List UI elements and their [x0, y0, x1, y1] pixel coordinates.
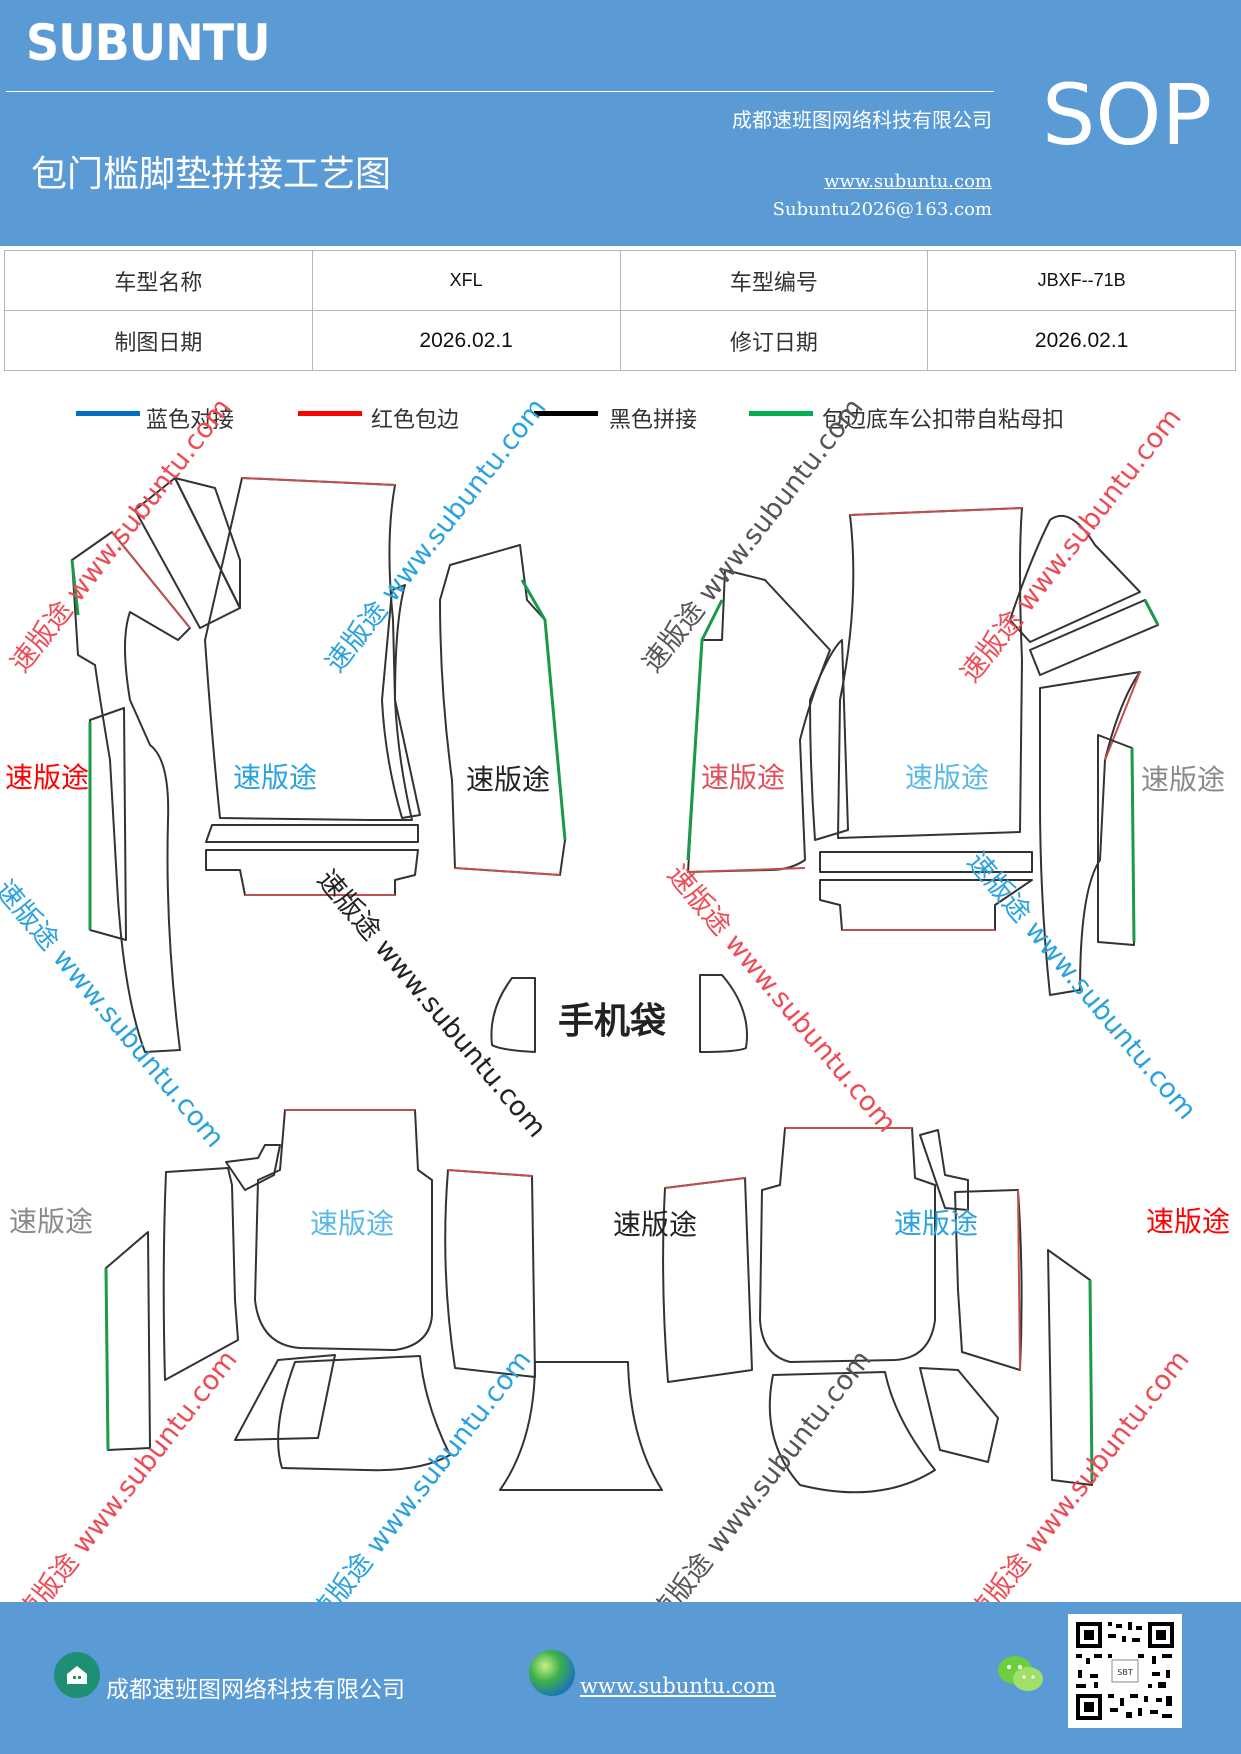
legend-label-green: 包边底车公扣带自粘母扣	[822, 408, 1065, 433]
mat-piece-edge-green	[1088, 1279, 1094, 1481]
mat-piece	[254, 1109, 433, 1351]
footer-company: 成都速班图网络科技有限公司	[106, 1677, 405, 1703]
part-label: 速版途	[466, 763, 551, 796]
header-company: 成都速班图网络科技有限公司	[732, 108, 992, 132]
revise-date-label: 修订日期	[619, 310, 929, 371]
mat-piece-edge-green	[70, 559, 80, 616]
document-title: 包门槛脚垫拼接工艺图	[31, 154, 392, 195]
mat-piece-edge-green	[1143, 599, 1160, 626]
sop-label: SOP	[1042, 66, 1213, 164]
header-email: Subuntu2026@163.com	[772, 199, 992, 220]
mat-piece	[662, 1177, 753, 1383]
part-label: 速版途	[5, 761, 90, 794]
mat-piece-edge-red	[1104, 671, 1141, 761]
mat-piece	[162, 1167, 239, 1381]
legend-swatch-blue	[76, 411, 140, 416]
mat-piece	[1029, 599, 1159, 676]
draw-date-label: 制图日期	[4, 310, 313, 371]
table-row: 制图日期 2026.02.1 修订日期 2026.02.1	[4, 310, 1236, 371]
model-code-value: JBXF--71B	[927, 250, 1236, 311]
mat-piece	[174, 477, 241, 609]
part-label: 速版途	[894, 1207, 979, 1240]
part-label: 速版途	[233, 761, 318, 794]
phone-pocket-right	[699, 974, 748, 1053]
mat-piece	[381, 584, 421, 819]
mat-piece	[759, 1127, 936, 1363]
part-label: 速版途	[1146, 1205, 1231, 1238]
globe-icon	[529, 1650, 575, 1696]
mat-piece-edge-red	[241, 477, 396, 486]
mat-piece	[919, 1367, 999, 1463]
model-name-label: 车型名称	[4, 250, 313, 311]
legend-label-red: 红色包边	[371, 408, 460, 433]
footer-url-link[interactable]: www.subuntu.com	[580, 1674, 776, 1698]
legend-swatch-black	[534, 411, 598, 416]
table-row: 车型名称 XFL 车型编号 JBXF--71B	[4, 250, 1236, 311]
part-label: 速版途	[905, 761, 990, 794]
part-label: 速版途	[310, 1207, 395, 1240]
mat-piece	[277, 1355, 451, 1472]
mat-piece	[1097, 734, 1135, 946]
header-url-link[interactable]: www.subuntu.com	[824, 171, 992, 192]
part-label: 速版途	[613, 1208, 698, 1241]
mat-piece	[234, 1354, 336, 1441]
header-banner: SUBUNTU SOP 包门槛脚垫拼接工艺图 成都速班图网络科技有限公司 www…	[0, 0, 1241, 246]
mat-piece	[1009, 515, 1141, 643]
legend-swatch-green	[749, 411, 813, 416]
header-divider	[6, 91, 994, 92]
mat-piece-edge-red	[689, 867, 806, 873]
floor-mat-diagram	[70, 477, 1160, 1494]
legend-label-blue: 蓝色对接	[146, 408, 235, 433]
mat-piece	[71, 531, 191, 1053]
mat-piece-edge-red	[447, 1169, 533, 1177]
mat-piece	[105, 1231, 151, 1451]
mat-piece	[439, 544, 566, 876]
legend-swatch-red	[298, 411, 362, 416]
home-icon	[54, 1652, 100, 1698]
mat-piece	[1039, 671, 1141, 996]
revise-date-value: 2026.02.1	[927, 310, 1236, 371]
mat-piece	[819, 851, 1033, 873]
legend-label-black: 黑色拼接	[609, 408, 698, 433]
mat-piece	[499, 1361, 663, 1491]
mat-piece-edge-red	[664, 1177, 746, 1189]
phone-pocket-left	[490, 977, 536, 1053]
vehicle-info-table: 车型名称 XFL 车型编号 JBXF--71B 制图日期 2026.02.1 修…	[4, 250, 1236, 371]
part-label: 速版途	[9, 1205, 94, 1238]
mat-piece-edge-red	[849, 507, 1023, 516]
mat-piece	[919, 1129, 969, 1211]
mat-piece-edge-green	[104, 1267, 110, 1451]
mat-piece	[1047, 1249, 1093, 1486]
part-label: 速版途	[701, 761, 786, 794]
part-label: 速版途	[1141, 763, 1226, 796]
mat-piece	[809, 639, 849, 841]
model-code-label: 车型编号	[619, 250, 929, 311]
mat-piece-edge-red	[1017, 1189, 1021, 1371]
mat-piece-edge-green	[520, 579, 567, 841]
mat-piece-edge-green	[1130, 747, 1136, 943]
mat-piece-edge-red	[454, 867, 561, 876]
phone-pocket-label: 手机袋	[558, 1001, 667, 1042]
mat-piece	[768, 1371, 936, 1494]
qr-code-icon: SBT	[1068, 1614, 1182, 1728]
mat-piece	[204, 477, 413, 821]
mat-piece-edge-green	[686, 599, 724, 861]
mat-piece	[205, 824, 419, 843]
brand-logo: SUBUNTU	[26, 14, 271, 72]
model-name-value: XFL	[311, 250, 621, 311]
mat-piece-edge-red	[111, 531, 191, 629]
mat-piece	[837, 507, 1023, 839]
mat-piece	[444, 1169, 536, 1378]
mat-piece	[225, 1144, 281, 1191]
draw-date-value: 2026.02.1	[311, 310, 621, 371]
svg-text:SBT: SBT	[1117, 1668, 1133, 1677]
wechat-icon	[996, 1652, 1046, 1696]
